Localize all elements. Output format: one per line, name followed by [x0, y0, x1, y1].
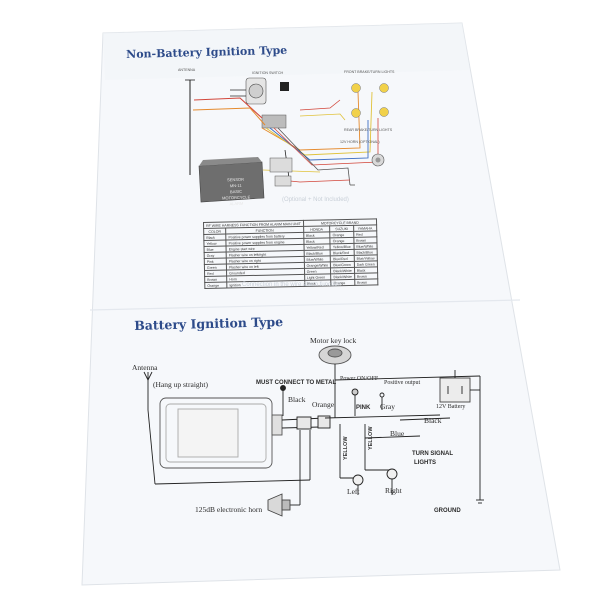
label-motor-key-lock: Motor key lock [310, 336, 357, 345]
table-cell: Orange [204, 282, 227, 289]
label-blue-wire: Blue [390, 429, 405, 438]
table-cell: Brown [354, 278, 378, 286]
paper-sheet [81, 22, 561, 586]
label-pink-wire: PINK [356, 405, 371, 411]
label-must-connect: MUST CONNECT TO METAL [256, 380, 337, 386]
label-turn-signal: TURN SIGNAL [412, 451, 453, 457]
label-black-wire: Black [288, 395, 306, 404]
label-orange-wire: Orange [312, 400, 335, 409]
label-ground: GROUND [434, 508, 461, 514]
label-black-wire-2: Black [424, 416, 442, 425]
label-lights: LIGHTS [414, 460, 436, 466]
battery-diagram [143, 345, 484, 517]
label-hang-up: (Hang up straight) [153, 380, 208, 389]
wire-function-table: RF WIRE HARNESS FUNCTION FROM ALARM MAIN… [203, 218, 378, 289]
label-left-light: Left [347, 487, 360, 496]
label-horn-optional: 12V HORN (OPTIONAL) [340, 140, 380, 144]
label-gray-wire: Gray [380, 402, 395, 411]
label-ignition-switch: IGNITION SWITCH [252, 71, 284, 75]
label-yellow-wire-2: YELLOW [368, 426, 374, 450]
label-right-light: Right [385, 486, 402, 495]
label-power-onoff: Power ON/OFF [340, 376, 379, 382]
label-12v-battery: 12V Battery [436, 404, 466, 410]
label-antenna-2: Antenna [132, 363, 158, 372]
bottom-note: Connection in the wire alarm function [242, 282, 341, 288]
non-battery-diagram [185, 77, 389, 203]
label-horn: 125dB electronic horn [195, 505, 263, 514]
label-positive-output: Positive output [384, 380, 421, 386]
horn-shape [267, 493, 283, 517]
label-antenna-1: ANTENNA [178, 68, 196, 72]
label-front-lights: FRONT BRAKE/TURN LIGHTS [344, 70, 395, 74]
alarm-module-label: SENSOR MN-11 BASIC MOTORCYCLE ALARM [215, 176, 256, 207]
optional-note: (Optional + Not Included) [282, 197, 349, 203]
label-rear-lights: REAR BRAKE/TURN LIGHTS [344, 128, 393, 132]
label-yellow-wire-1: YELLOW [343, 436, 349, 460]
